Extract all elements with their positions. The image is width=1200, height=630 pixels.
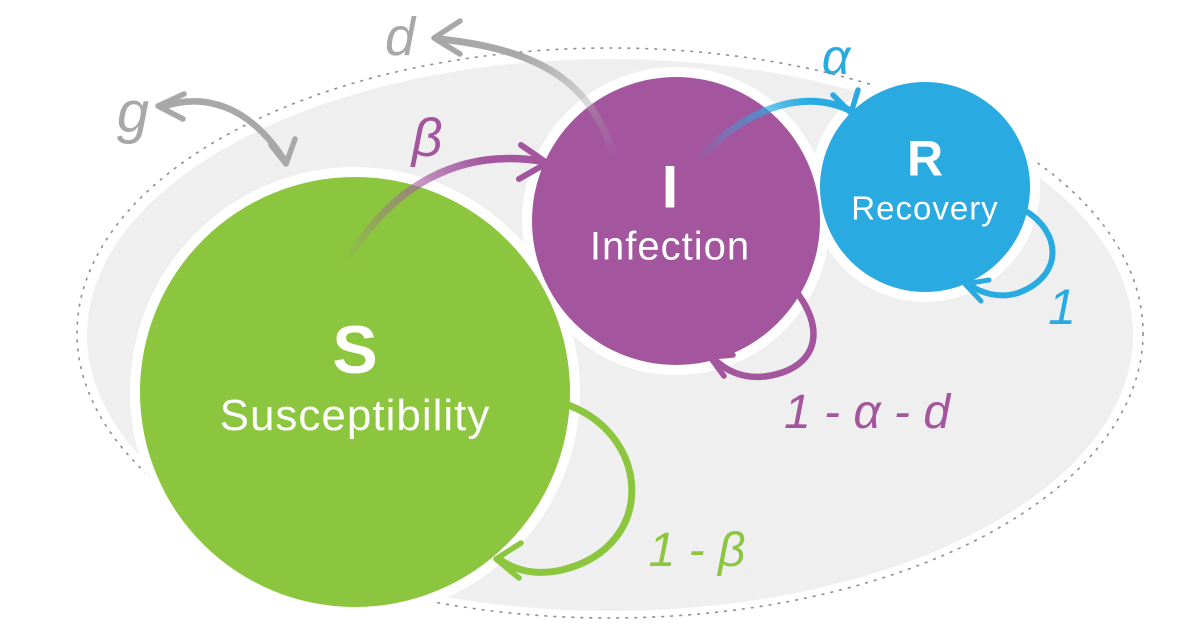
g-arrow <box>155 91 298 167</box>
d-label: d <box>384 7 416 67</box>
one-minus-alpha-minus-d-loop <box>707 290 817 381</box>
recovery-node-text: R Recovery <box>851 134 998 225</box>
population-ellipse-dotted-border <box>76 47 1144 619</box>
g-arrowhead-outward <box>155 91 187 122</box>
beta-label: β <box>411 108 443 168</box>
one-label: 1 <box>1048 279 1076 335</box>
one-minus-alpha-minus-d-label: 1 - α - d <box>783 386 951 439</box>
one-arrowhead <box>962 277 992 304</box>
alpha-arrowhead <box>830 87 861 116</box>
one-minus-beta-loop-curve <box>495 399 636 576</box>
beta-arrow-curve <box>342 154 545 266</box>
infection-node-circle <box>532 77 820 365</box>
infection-label: Infection <box>589 224 751 269</box>
one-minus-beta-label: 1 - β <box>648 524 746 577</box>
one-minus-beta-loop <box>493 399 636 581</box>
one-minus-alpha-minus-d-arrowhead <box>707 352 736 379</box>
susceptibility-label: Susceptibility <box>219 391 491 440</box>
one-minus-beta-arrowhead <box>493 540 524 581</box>
susceptibility-letter: S <box>332 312 378 388</box>
d-arrow-curve <box>436 35 620 164</box>
beta-arrow <box>342 142 550 266</box>
recovery-letter: R <box>906 130 944 187</box>
g-label: g <box>116 80 150 145</box>
alpha-label: α <box>821 29 851 85</box>
one-loop <box>962 207 1056 304</box>
d-arrowhead <box>431 18 463 57</box>
beta-arrowhead <box>516 142 550 182</box>
infection-letter: I <box>661 153 679 221</box>
alpha-arrow-curve <box>694 97 851 164</box>
infection-node-text: I Infection <box>589 153 751 269</box>
g-arrowhead-inward <box>268 136 298 167</box>
susceptibility-node-circle <box>140 177 570 607</box>
alpha-arrow <box>694 87 861 164</box>
one-loop-curve <box>965 207 1056 299</box>
recovery-label: Recovery <box>851 189 999 227</box>
one-minus-alpha-minus-d-loop-curve <box>708 290 817 381</box>
d-arrow <box>431 18 620 164</box>
recovery-node-circle <box>820 82 1030 292</box>
susceptibility-node-text: S Susceptibility <box>220 316 491 438</box>
